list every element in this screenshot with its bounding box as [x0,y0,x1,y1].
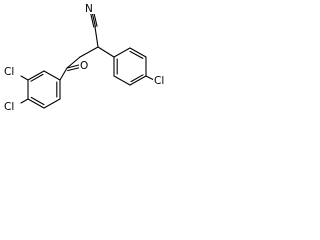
ketone-oxygen-label: O [80,60,88,72]
ring-left-edge-2 [27,70,45,81]
bond-cn-triple-3 [93,11,98,27]
alkyl-chain [59,46,99,81]
ring-left-edge-1 [43,70,61,81]
bond-ch2-carbonyl [66,56,81,69]
bond-cn-triple-2 [91,12,96,28]
nitrile-nitrogen-label: N [85,3,93,15]
bond-ch-cn [94,26,99,48]
chlorine-para-right-label: Cl [154,75,164,87]
atom-labels: N O Cl Cl Cl [3,2,171,113]
ring-right-edge-5 [129,47,147,58]
dichlorophenyl-ring [20,70,61,109]
ring-left-edge-5 [43,98,61,109]
bond-ring-left-cl-para [20,98,29,104]
ring-right-edge-6 [113,47,131,58]
nitrile-group [90,11,99,48]
ring-right-edge-3 [129,75,147,86]
chemical-structure-diagram: N O Cl Cl Cl [3,2,171,113]
ring-left-double-2 [30,96,45,106]
bond-carbonyl-ring [59,67,68,81]
bond-cn-triple-1 [90,12,95,28]
bond-ring-right-cl [145,75,155,81]
bond-carbonyl-o-2 [67,67,81,72]
bond-carbonyl-o-1 [66,64,80,69]
ring-right-double-2 [130,74,144,83]
bond-ch-ch2 [79,46,99,58]
chlorophenyl-ring [97,46,155,86]
ring-left-double-1 [30,73,44,82]
ring-left-edge-4 [27,98,45,109]
bond-ring-left-cl-meta [20,75,29,81]
ring-right-double-3 [129,50,144,59]
chlorine-meta-label: Cl [4,66,14,78]
chlorine-para-left-label: Cl [4,101,14,113]
ring-right-edge-2 [113,75,131,86]
bond-ch-ring-right [97,46,115,58]
